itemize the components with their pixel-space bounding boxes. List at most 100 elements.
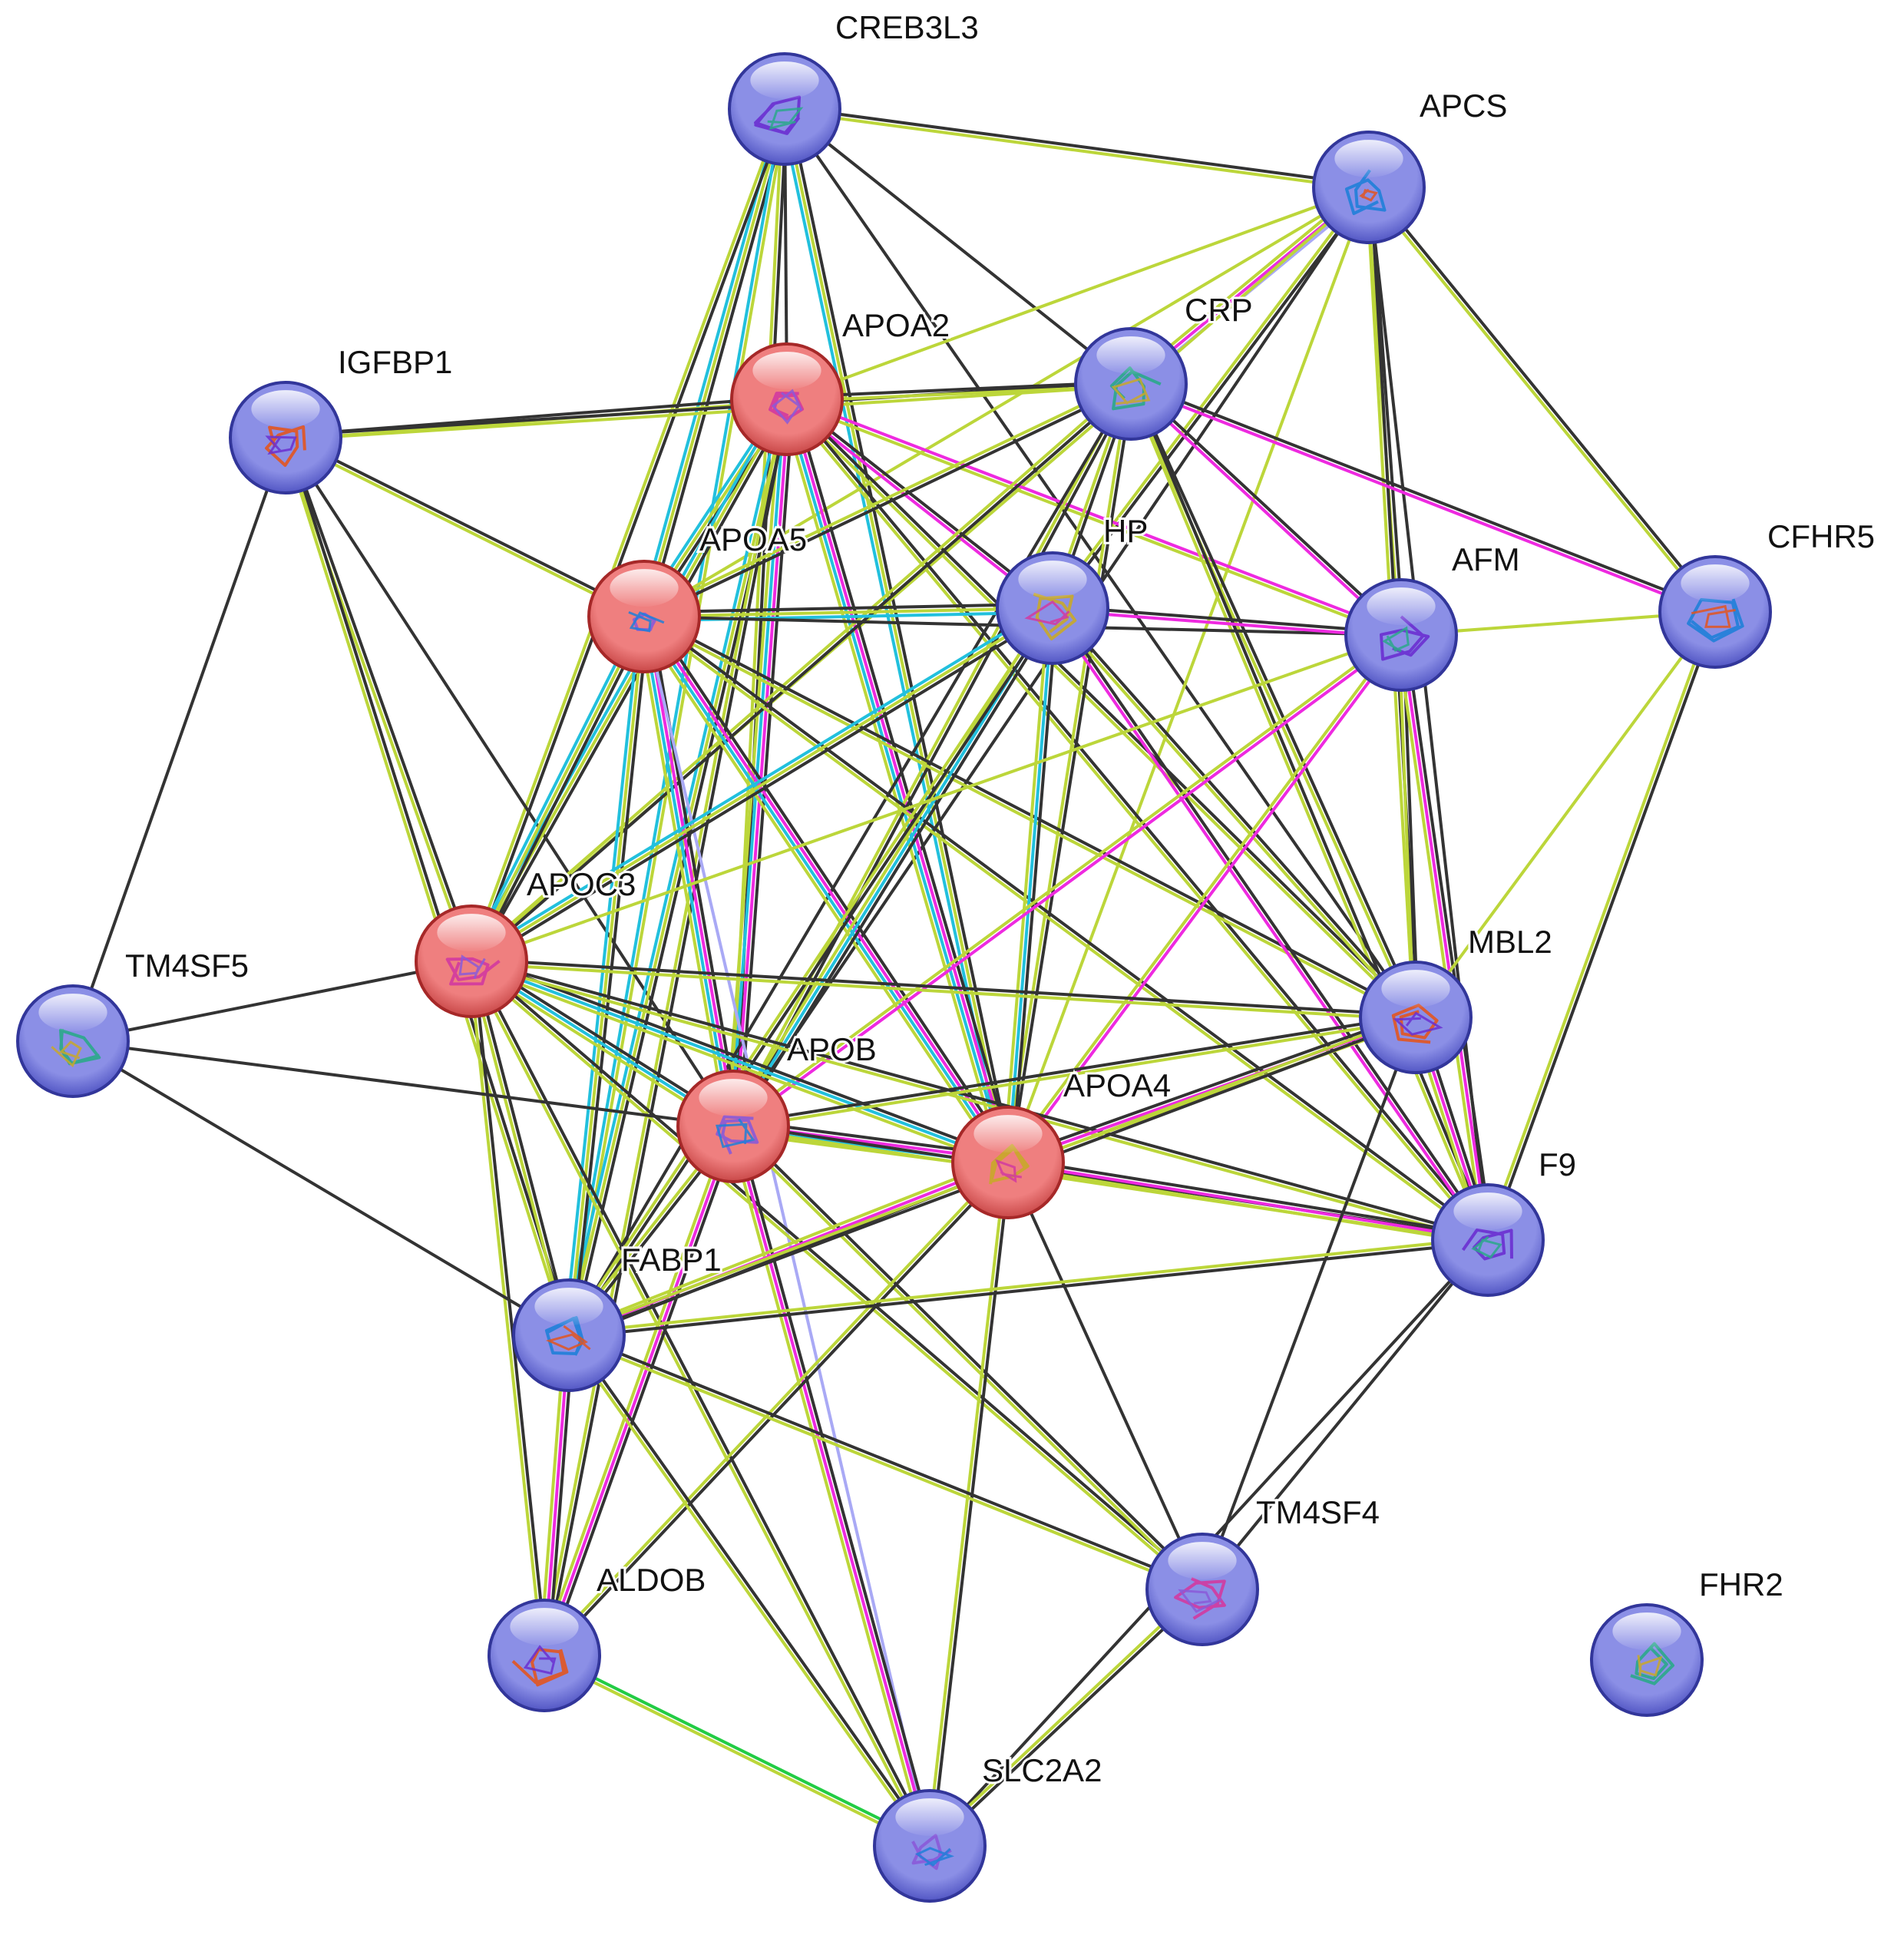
edge-crp-fabp1 [567,382,1132,1337]
edge-strand-yellowgreen [567,1335,1202,1593]
node-f9[interactable]: F9 [1431,1144,1578,1297]
edge-strand-yellowgreen [282,438,569,1337]
edge-apcs-cfhr5 [1366,184,1718,615]
node-apoa2[interactable]: APOA2 [730,305,952,456]
node-apob[interactable]: APOB [676,1029,879,1183]
edge-strand-yellowgreen [1414,610,1717,1019]
edge-strand-black [569,1333,933,1846]
edge-strand-black [471,957,1489,1240]
edge-strand-black [1131,380,1717,612]
edge-hp-afm [1052,604,1402,639]
node-highlight [752,352,821,390]
edge-strand-yellowgreen [468,381,1131,961]
edge-hp-fabp1 [566,606,1056,1338]
node-cfhr5[interactable]: CFHR5 [1658,516,1877,669]
node-creb3l3[interactable]: CREB3L3 [728,7,981,166]
edge-strand-black [1403,633,1494,1240]
protein-structure-icon [1111,377,1151,405]
node-mbl2[interactable]: MBL2 [1359,921,1555,1074]
edge-apoc3-f9 [470,957,1489,1244]
edge-strand-black [1008,384,1135,1163]
protein-structure-icon [716,1118,755,1149]
protein-structure-icon [523,1645,557,1675]
node-apoa4[interactable]: APOA4 [951,1065,1173,1219]
edge-fabp1-tm4sf4 [567,1331,1204,1593]
edge-crp-apoc3 [468,381,1134,964]
edge-strand-yellowgreen [541,1159,1008,1655]
node-fhr2[interactable]: FHR2 [1590,1564,1786,1717]
edge-apoa4-aldob [541,1159,1011,1659]
edge-apob-slc2a2 [727,1125,936,1847]
edge-igfbp1-apoa5 [283,434,646,620]
edge-strand-yellowgreen [567,399,788,1336]
edge-strand-yellowgreen [643,186,1370,618]
edge-strand-yellowgreen [470,961,1488,1244]
edge-strand-black [471,109,788,963]
node-highlight [534,1288,603,1326]
edge-tm4sf5-apob [72,1040,734,1128]
edge-crp-apob [729,382,1135,1129]
edge-strand-cyan [565,108,785,1335]
protein-structure-icon [1637,1655,1663,1677]
node-highlight [1612,1612,1681,1651]
node-label: FABP1 [621,1242,722,1278]
edge-apoa4-tm4sf4 [1007,1162,1204,1590]
edge-strand-magenta [644,616,737,1126]
edge-strand-yellowgreen [1004,383,1131,1162]
node-fabp1[interactable]: FABP1 [512,1239,724,1392]
node-label: IGFBP1 [338,344,452,380]
edge-strand-magenta [543,1126,735,1656]
node-slc2a2[interactable]: SLC2A2 [873,1750,1104,1903]
node-apoa5[interactable]: APOA5 [587,519,809,673]
node-tm4sf5[interactable]: TM4SF5 [16,945,251,1098]
node-crp[interactable]: CRP [1074,289,1255,441]
node-label: MBL2 [1468,924,1552,960]
node-aldob[interactable]: ALDOB [488,1559,708,1712]
edge-strand-black [733,1123,1205,1589]
edge-apoa5-apoa4 [637,612,1015,1167]
node-label: APOA2 [842,307,950,343]
edge-strand-yellowgreen [286,384,1132,442]
protein-structure-icon [458,954,486,979]
node-highlight [437,914,506,952]
edge-strand-yellowgreen [642,380,1131,617]
node-tm4sf4[interactable]: TM4SF4 [1145,1492,1382,1646]
node-apoc3[interactable]: APOC3 [415,864,638,1018]
edge-strand-black [569,1331,1204,1589]
edge-apcs-apoa2 [786,186,1370,401]
edge-f9-tm4sf4 [1201,1239,1489,1591]
edge-strand-magenta [1129,384,1715,616]
edge-strand-black [547,1127,739,1658]
edge-hp-f9 [1050,606,1491,1242]
edge-strand-magenta [644,614,1011,1162]
node-highlight [1681,564,1750,603]
protein-structure-icon [1391,1004,1439,1044]
edge-strand-black [644,384,1133,620]
edge-apob-mbl2 [732,1014,1416,1130]
edge-apoc3-fabp1 [468,960,573,1337]
node-igfbp1[interactable]: IGFBP1 [229,342,455,494]
edge-strand-black [71,437,287,1042]
node-hp[interactable]: HP [996,511,1150,665]
edges-layer [71,105,1719,1850]
edge-strand-cyan [563,616,642,1335]
edge-strand-black [1201,1017,1417,1590]
edge-crp-f9 [1127,382,1492,1242]
edge-strand-yellowgreen [927,1586,1202,1846]
node-highlight [1367,587,1436,626]
protein-structure-icon [265,425,306,467]
edge-strand-black [286,436,475,961]
edge-strand-magenta [1050,608,1488,1242]
node-afm[interactable]: AFM [1344,539,1522,692]
edge-strand-black [544,1162,1011,1659]
edge-strand-yellowgreen [468,961,1202,1592]
edge-creb3l3-crp [783,107,1132,385]
edge-strand-black [72,960,472,1043]
edge-strand-yellowgreen [731,632,1401,1126]
edge-strand-yellowgreen [471,633,1402,963]
protein-structure-icon [995,1159,1023,1183]
edge-strand-yellowgreen [786,186,1370,401]
edge-apcs-apoa5 [643,186,1370,618]
node-apcs[interactable]: APCS [1312,85,1509,244]
